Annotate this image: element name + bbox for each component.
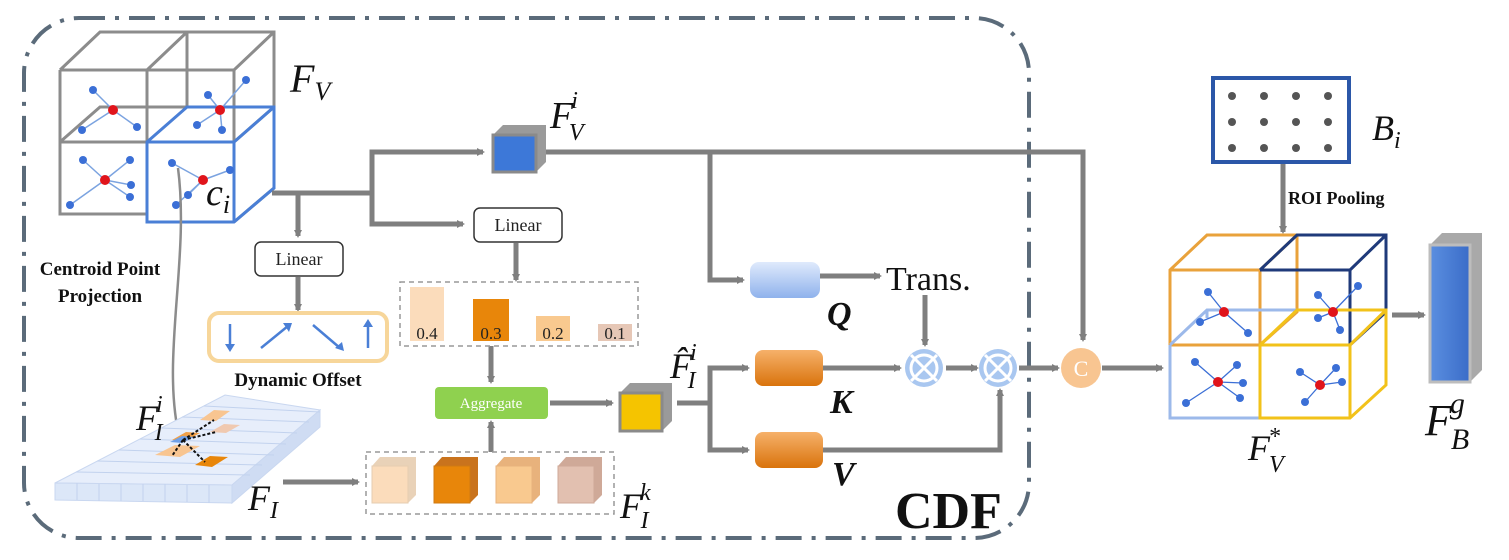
trans-label: Trans. <box>886 261 971 298</box>
linear-left-text: Linear <box>276 249 323 269</box>
label-F-I: FI <box>247 478 279 524</box>
aggregate-text: Aggregate <box>460 396 523 412</box>
linear-mid-box <box>473 207 563 243</box>
roi-pooling-label: ROI Pooling <box>1288 188 1385 208</box>
projection-curve <box>171 167 183 442</box>
cdf-region-border <box>22 16 1031 540</box>
weight-value-1: 0.4 <box>416 324 438 343</box>
weight-value-4: 0.1 <box>604 324 625 343</box>
sampling-offset-arrows <box>171 419 217 463</box>
weight-bar-2 <box>473 299 509 341</box>
label-F-V-star: F*V <box>1247 424 1286 478</box>
label-Q: Q <box>827 296 852 333</box>
centroid-projection-label: Centroid Point <box>40 259 161 280</box>
weight-bar-3 <box>536 316 570 341</box>
label-c-i: ci <box>206 172 230 219</box>
label-V-attn: V <box>832 456 857 493</box>
offset-arrowheads <box>225 319 373 352</box>
weight-values: 0.4 0.3 0.2 0.1 <box>416 324 625 343</box>
weight-bar-1 <box>410 287 444 341</box>
v-box <box>755 432 823 468</box>
weight-bars <box>410 287 632 341</box>
k-box <box>755 350 823 386</box>
fused-voxel-dots <box>1182 282 1362 407</box>
sampled-feature-cubes <box>371 457 602 504</box>
linear-left-box <box>254 241 344 277</box>
cdf-label: CDF <box>895 483 1002 540</box>
proposal-grid-points <box>1228 92 1332 152</box>
concat-op <box>1061 348 1101 388</box>
voxel-query-cube <box>491 125 546 174</box>
centroid-projection-label-2: Projection <box>58 286 142 307</box>
label-B-i: Bi <box>1372 108 1401 154</box>
label-F-V: FV <box>289 56 333 106</box>
weights-box <box>399 281 639 347</box>
aggregate-box <box>435 387 548 419</box>
flow-arrows <box>272 148 1426 486</box>
voxel-feature-cube <box>58 30 276 224</box>
sampled-features-box <box>365 451 615 515</box>
dynamic-offset-box <box>207 311 389 363</box>
linear-mid-text: Linear <box>495 215 542 235</box>
aggregated-image-cube <box>618 383 672 433</box>
final-box-feature <box>1428 233 1482 384</box>
dynamic-offset-label: Dynamic Offset <box>234 370 362 391</box>
image-feature-plane <box>54 394 322 505</box>
voxel-point-dots <box>66 76 250 209</box>
weight-value-2: 0.3 <box>480 324 501 343</box>
multiply-op-2 <box>979 349 1017 387</box>
label-K: K <box>829 384 855 421</box>
multiply-op-1 <box>905 349 943 387</box>
concat-label: C <box>1074 356 1089 381</box>
q-box <box>750 262 820 298</box>
fused-voxel-cube <box>1168 233 1388 420</box>
weight-bar-4 <box>598 324 632 341</box>
weight-value-3: 0.2 <box>542 324 563 343</box>
